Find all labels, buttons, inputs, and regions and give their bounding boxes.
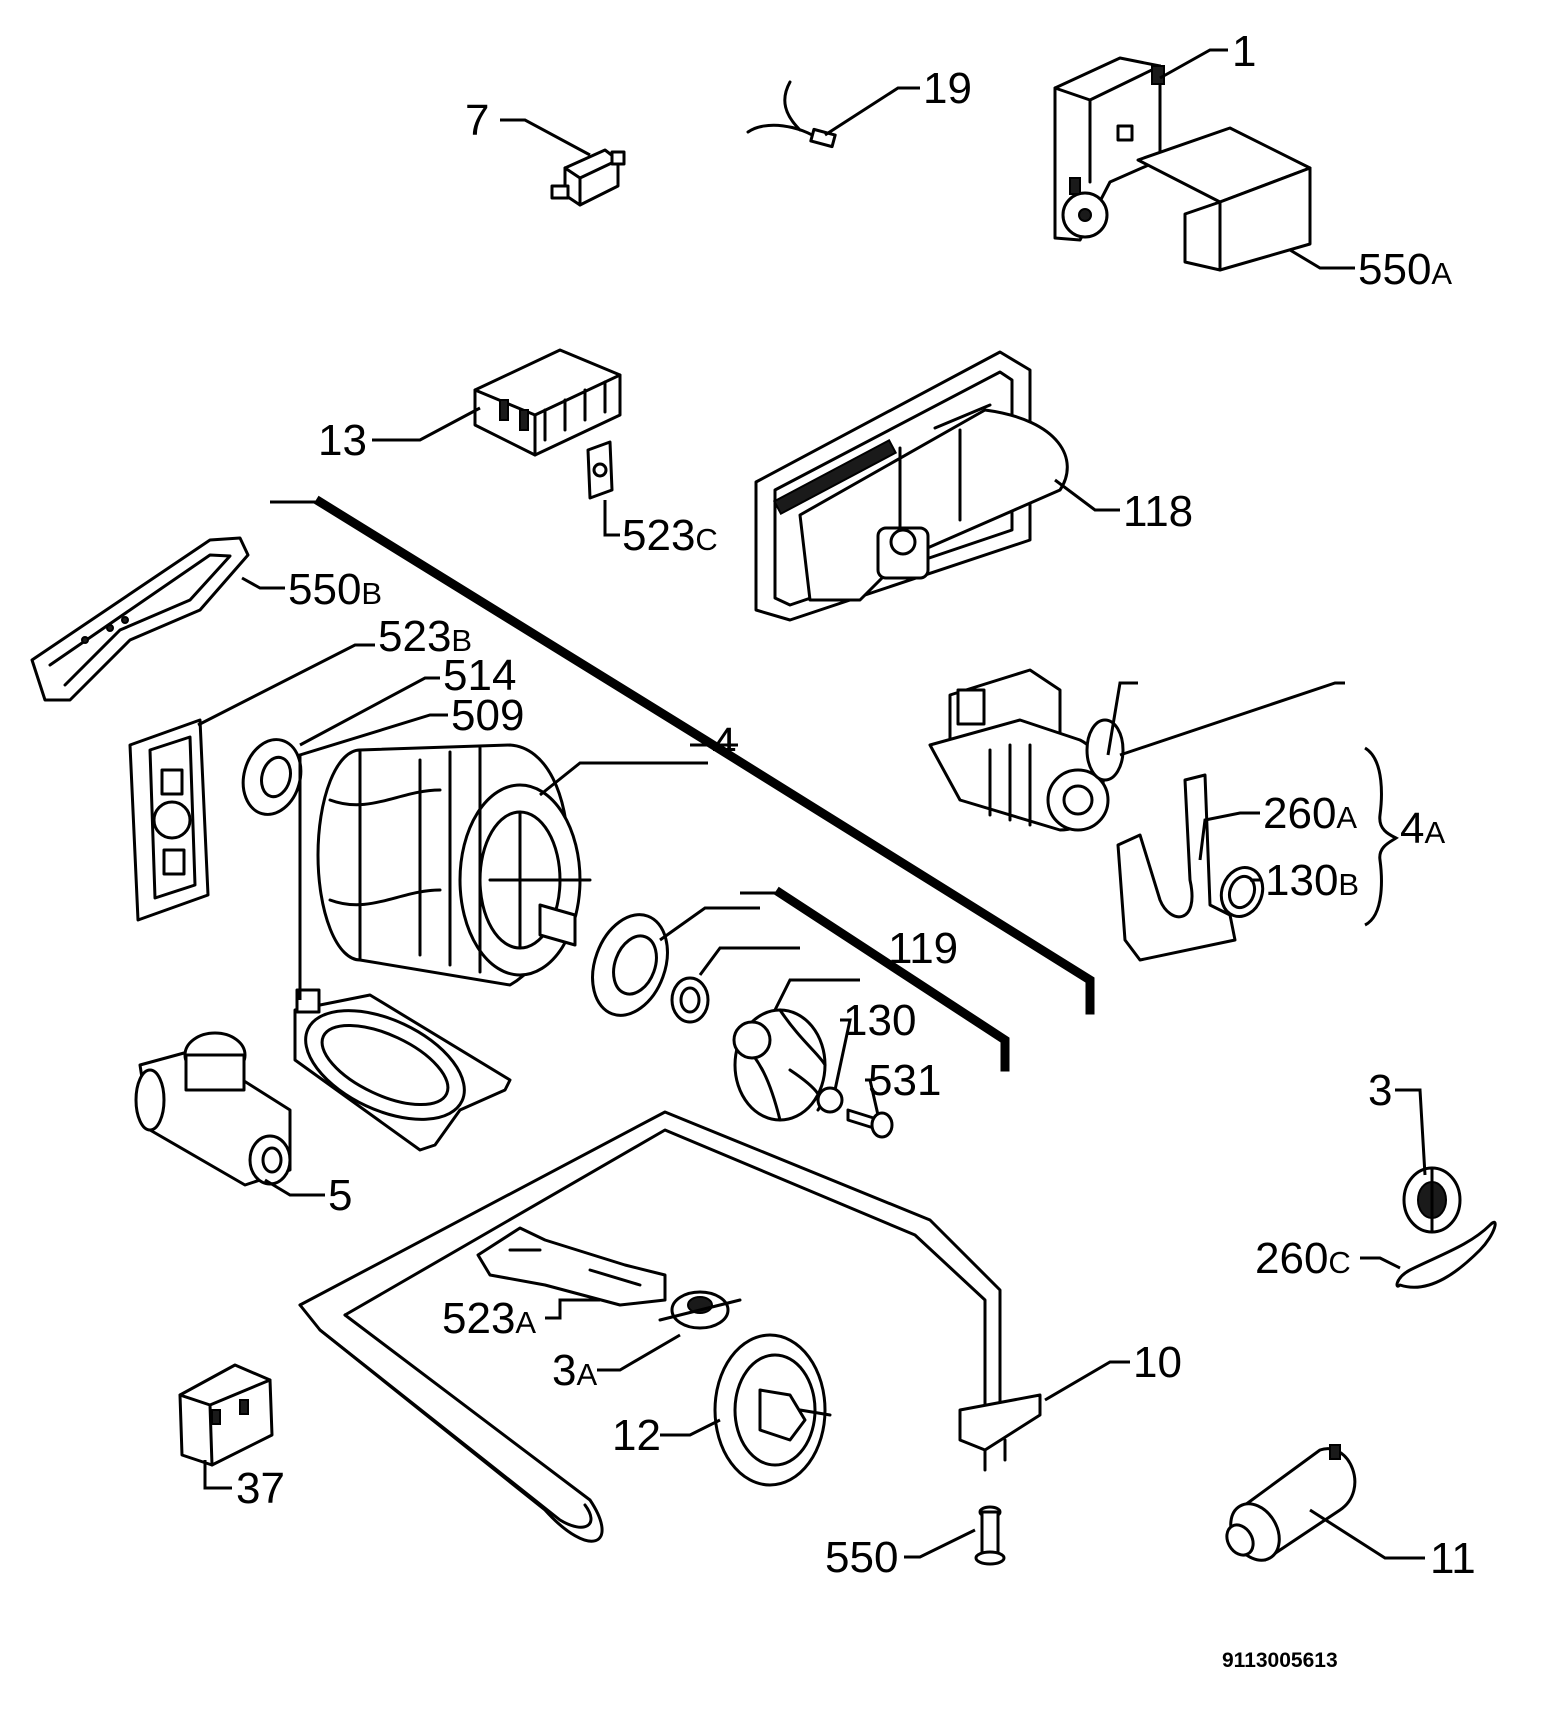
part-523a-bracket [476,1226,667,1307]
part-5-valve [134,1031,292,1187]
label-1: 1 [1232,27,1256,76]
group-bar-119 [740,886,1010,1072]
label-523c: 523C [622,511,718,560]
label-118: 118 [1123,487,1193,536]
part-531-screw [846,1108,894,1139]
label-260c: 260C [1255,1234,1351,1283]
drawing-code: 9113005613 [1222,1649,1338,1672]
part-119-seal [591,913,710,1024]
part-1-timer [1053,56,1165,242]
part-509-base [293,988,512,1152]
part-550b-bracket [30,536,250,702]
label-11: 11 [1430,1534,1476,1583]
label-13: 13 [318,416,367,465]
part-19-sensor [746,80,837,149]
part-523b-plate [128,718,210,922]
label-5: 5 [328,1171,352,1220]
label-19: 19 [923,64,972,113]
label-12: 12 [612,1411,661,1460]
leader-lines [197,48,1427,1560]
part-4-motor [316,743,592,987]
group-bar-4 [270,495,1095,1015]
part-10-heating-element [298,1110,1042,1543]
label-531: 531 [868,1056,941,1105]
part-3-switch [1402,1166,1462,1234]
part-11-capacitor [1225,1444,1357,1562]
label-550: 550 [825,1533,898,1582]
label-7: 7 [465,96,489,145]
label-130b: 130B [1265,856,1359,905]
part-523c-plate [586,440,614,500]
group-brace-4a [1364,746,1399,927]
label-4a: 4A [1400,804,1445,853]
part-3a-thermostat [658,1290,742,1330]
part-118-dispenser [754,350,1069,622]
label-119: 119 [888,924,958,973]
label-3: 3 [1368,1066,1392,1115]
part-37-box [178,1363,274,1467]
label-130: 130 [843,996,916,1045]
part-119-impeller [732,1008,827,1122]
label-3a: 3A [552,1346,597,1395]
part-4a-pump-assembly [928,668,1125,832]
label-509: 509 [451,691,524,740]
label-10: 10 [1133,1338,1182,1387]
part-13-switch [473,348,622,457]
part-130-ring [816,1086,844,1114]
part-7-connector [550,148,626,207]
label-514: 514 [443,651,516,700]
label-523b: 523B [378,612,472,661]
part-550a-box [1136,126,1312,272]
part-550-bolt [974,1505,1006,1566]
label-37: 37 [236,1464,285,1513]
label-4: 4 [712,719,736,768]
label-550b: 550B [288,565,382,614]
label-523a: 523A [442,1294,536,1343]
part-260a-clip [1116,773,1237,962]
part-12-dispenser-lid [713,1333,832,1487]
part-514-ring [241,738,303,816]
label-260a: 260A [1263,789,1357,838]
part-260c-clip [1395,1221,1497,1289]
label-550a: 550A [1358,245,1452,294]
